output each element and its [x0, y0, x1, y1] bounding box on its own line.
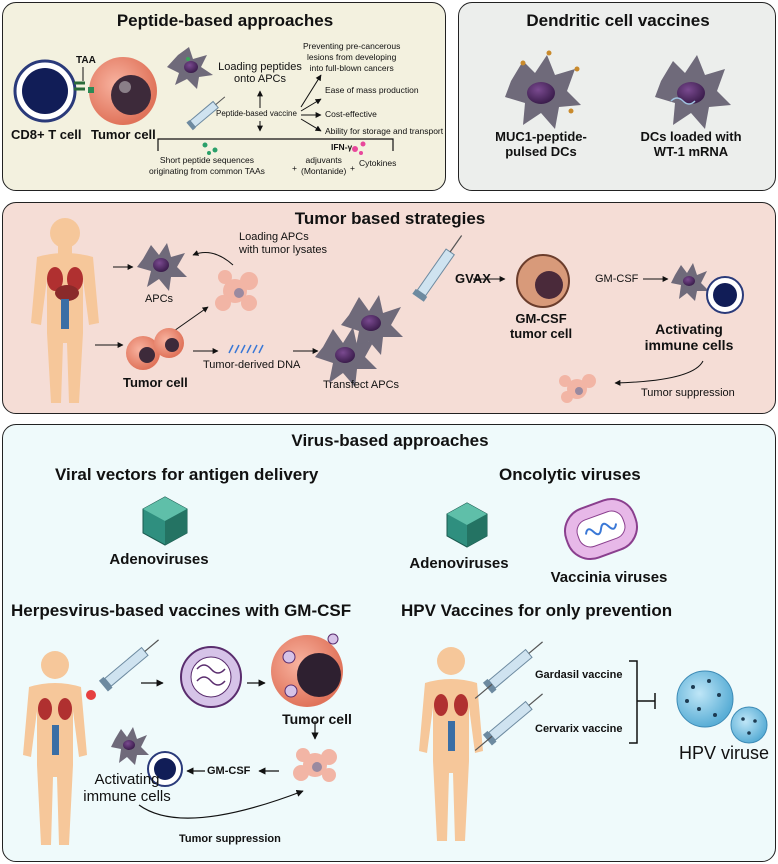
herpes-tumor-cell-label: Tumor cell — [282, 711, 352, 727]
taa-label: TAA — [76, 55, 96, 66]
tumor-figure — [31, 218, 744, 403]
adenoviruses-label-1: Adenoviruses — [109, 551, 209, 568]
muc1-label: MUC1-peptide- pulsed DCs — [495, 129, 587, 159]
gardasil-label: Gardasil vaccine — [535, 669, 623, 681]
benefit-prevent: Preventing pre-cancerous lesions from de… — [303, 41, 401, 73]
plus-2: + — [350, 163, 355, 173]
loading-apcs-label: Loading APCs with tumor lysates — [239, 231, 328, 256]
vaccinia-label: Vaccinia viruses — [550, 569, 668, 586]
cd8-label: CD8+ T cell — [11, 127, 82, 142]
virus-title: Virus-based approaches — [291, 431, 489, 450]
benefit-storage: Ability for storage and transport — [325, 126, 444, 136]
dendritic-title: Dendritic cell vaccines — [526, 11, 710, 30]
tumor-title: Tumor based strategies — [294, 209, 486, 228]
activating-label: Activating immune cells — [644, 321, 734, 353]
dendritic-panel: Dendritic cell vaccines MUC1-peptide- pu… — [458, 2, 776, 191]
plus-1: + — [292, 163, 297, 173]
virus-figure — [23, 496, 768, 845]
herpes-gmcsf-label: GM-CSF — [207, 765, 251, 777]
herpes-suppression-label: Tumor suppression — [179, 833, 281, 845]
wt1-label: DCs loaded with WT-1 mRNA — [640, 129, 742, 159]
dna-label: Tumor-derived DNA — [203, 359, 301, 371]
gvax-label: GVAX — [455, 271, 491, 286]
adjuvants-label: adjuvants (Montanide) — [301, 155, 347, 176]
gmcsf-label: GM-CSF — [595, 273, 639, 285]
apcs-label: APCs — [144, 293, 174, 305]
tumor-cell-label: Tumor cell — [91, 127, 156, 142]
peptide-figure — [13, 47, 394, 155]
cytokines-label: Cytokines — [359, 158, 397, 168]
hpv-virus-label: HPV viruse — [679, 743, 770, 763]
benefit-mass: Ease of mass production — [325, 85, 419, 95]
virus-panel: Virus-based approaches Viral vectors for… — [2, 424, 776, 862]
suppression-label: Tumor suppression — [641, 387, 735, 399]
tumor-cell-label: Tumor cell — [123, 375, 188, 390]
hpv-title: HPV Vaccines for only prevention — [401, 601, 673, 620]
dendritic-figure — [505, 50, 731, 129]
vaccine-label: Peptide-based vaccine — [216, 109, 297, 118]
cervarix-label: Cervarix vaccine — [535, 723, 623, 735]
benefit-cost: Cost-effective — [325, 109, 377, 119]
gmcsf-cell-label: GM-CSF tumor cell — [509, 311, 573, 341]
transfect-label: Transfect APCs — [323, 379, 400, 391]
viral-vectors-label: Viral vectors for antigen delivery — [55, 465, 319, 484]
short-peptide-label: Short peptide sequences originating from… — [149, 155, 265, 176]
herpes-title: Herpesvirus-based vaccines with GM-CSF — [11, 601, 352, 620]
peptide-panel: Peptide-based approaches TAA CD8+ T cell… — [2, 2, 446, 191]
ifn-label: IFN-γ — [331, 142, 353, 152]
adenoviruses-label-2: Adenoviruses — [409, 555, 509, 572]
tumor-panel: Tumor based strategies APCs Loading APCs… — [2, 202, 776, 414]
loading-label: Loading peptides onto APCs — [218, 61, 302, 85]
peptide-title: Peptide-based approaches — [116, 11, 334, 30]
oncolytic-label: Oncolytic viruses — [499, 465, 641, 484]
herpes-activating-label: Activating immune cells — [83, 771, 171, 805]
